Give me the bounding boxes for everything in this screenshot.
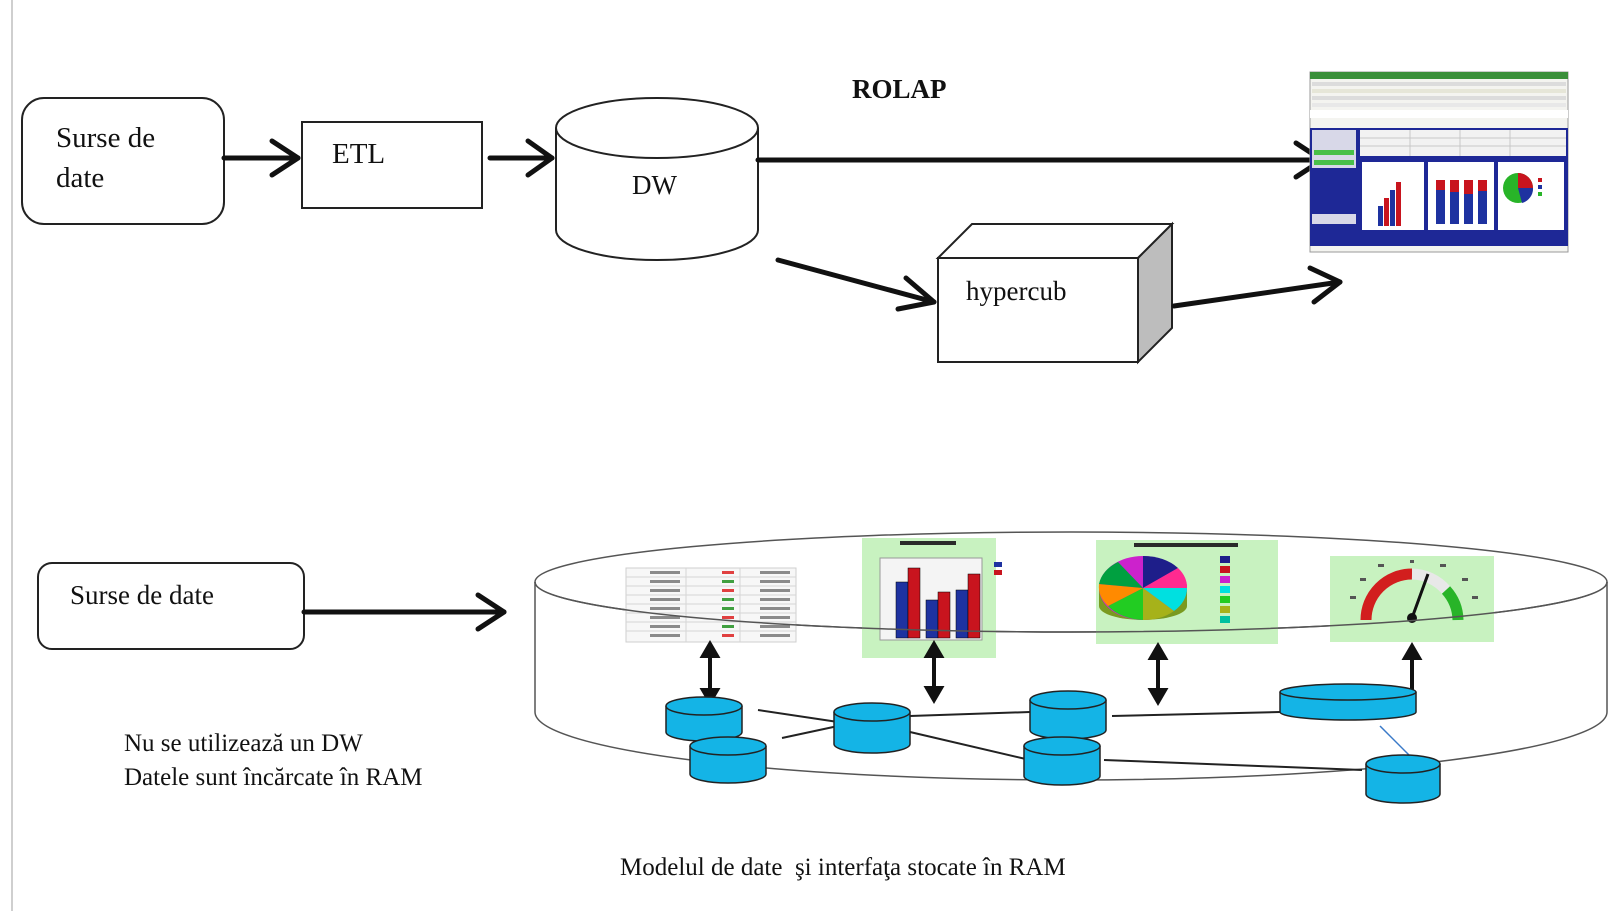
note-line1: Nu se utilizează un DW (124, 730, 363, 757)
arrow-icon (221, 138, 301, 178)
sources-box-top (21, 97, 225, 225)
database-icon (1029, 690, 1107, 740)
sources-label-bottom: Surse de date (70, 580, 214, 610)
data-table-icon (625, 567, 797, 643)
arrow-icon (301, 592, 507, 632)
arrow-icon (775, 257, 937, 312)
double-arrow-icon (1147, 642, 1169, 706)
database-icon (1279, 683, 1417, 721)
double-arrow-icon (699, 640, 721, 706)
dashboard-screenshot (1309, 71, 1569, 253)
database-icon (1365, 754, 1441, 804)
gauge-icon (1330, 556, 1494, 642)
dw-label: DW (632, 170, 677, 200)
etl-box (301, 121, 483, 209)
sources-label-line2: date (56, 162, 105, 194)
connector-line-blue (1379, 725, 1411, 757)
database-icon (555, 97, 759, 261)
rolap-title: ROLAP (852, 74, 947, 104)
arrow-icon (487, 138, 555, 178)
bar-chart-icon (862, 538, 1002, 658)
cube-icon (935, 221, 1175, 365)
ram-cylinder-rim (534, 581, 1608, 633)
arrow-icon (1401, 642, 1423, 690)
database-icon (833, 702, 911, 754)
note-line2: Datele sunt încărcate în RAM (124, 764, 423, 791)
sources-box-bottom (37, 562, 305, 650)
connector-lines (757, 709, 1363, 771)
database-icon (689, 736, 767, 784)
database-icon (665, 696, 743, 742)
ram-caption: Modelul de date şi interfaţa stocate în … (620, 854, 1066, 881)
double-arrow-icon (923, 640, 945, 704)
sources-label-line1: Surse de (56, 122, 156, 154)
arrow-icon (1171, 265, 1343, 309)
database-icon (1023, 736, 1101, 786)
arrow-icon (755, 140, 1325, 180)
pie-chart-icon (1096, 540, 1278, 644)
etl-label: ETL (332, 138, 386, 170)
hypercube-label: hypercub (966, 276, 1067, 306)
